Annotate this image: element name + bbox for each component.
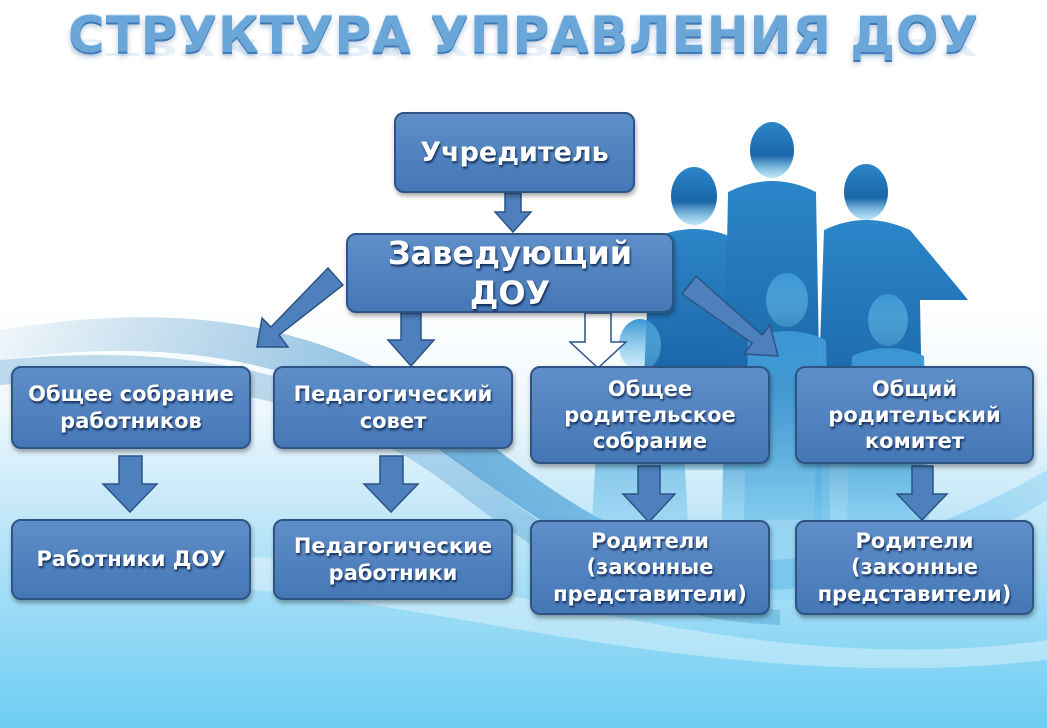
down-arrow-icon — [895, 465, 949, 522]
node-parents-b: Родители (законные представители) — [795, 520, 1034, 615]
node-parents-a: Родители (законные представители) — [530, 520, 770, 615]
node-parents-a-label: Родители (законные представители) — [553, 529, 747, 606]
node-founder: Учредитель — [394, 112, 635, 193]
down-arrow-icon — [362, 455, 420, 514]
node-parents-b-label: Родители (законные представители) — [817, 529, 1012, 606]
node-parent-committee: Общий родительский комитет — [795, 366, 1034, 464]
node-ped-staff: Педагогические работники — [273, 519, 513, 600]
node-head: Заведующий ДОУ — [346, 233, 674, 313]
node-staff-meeting: Общее собрание работников — [11, 366, 251, 449]
diagonal-arrow-icon — [680, 274, 779, 357]
node-parent-committee-label: Общий родительский комитет — [828, 376, 1001, 454]
node-parent-meeting-label: Общее родительское собрание — [564, 376, 736, 454]
node-staff-label: Работники ДОУ — [36, 547, 226, 572]
diagonal-arrow-icon — [256, 266, 345, 348]
down-arrow-icon — [493, 192, 533, 234]
node-founder-label: Учредитель — [420, 136, 609, 168]
down-arrow-icon — [101, 455, 159, 514]
node-ped-council-label: Педагогический совет — [293, 382, 493, 433]
down-arrow-icon — [568, 312, 628, 370]
node-staff-meeting-label: Общее собрание работников — [28, 382, 234, 433]
node-head-label: Заведующий ДОУ — [387, 234, 633, 312]
node-ped-council: Педагогический совет — [273, 366, 513, 449]
node-parent-meeting: Общее родительское собрание — [530, 366, 770, 464]
down-arrow-icon — [386, 312, 436, 368]
page-title: СТРУКТУРА УПРАВЛЕНИЯ ДОУ — [68, 6, 979, 64]
node-staff: Работники ДОУ — [11, 519, 251, 600]
node-ped-staff-label: Педагогические работники — [293, 534, 493, 585]
down-arrow-icon — [621, 465, 677, 524]
